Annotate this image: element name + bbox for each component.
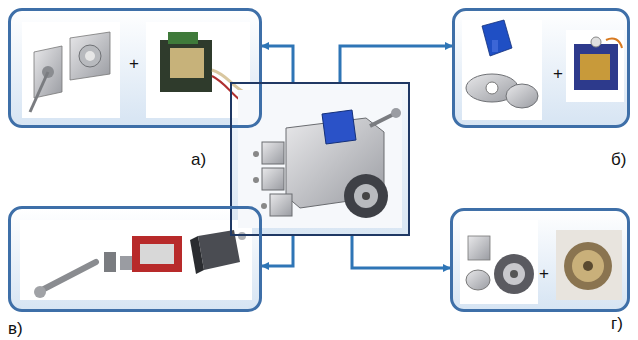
servo-bracket-parts (462, 20, 542, 120)
part-panel: +г) (450, 208, 630, 312)
arrow-connector (262, 46, 293, 82)
stepper-motor-photo (146, 22, 250, 118)
panel-fill (9, 209, 261, 311)
panel-fill (453, 9, 629, 127)
arrow-connector (340, 46, 452, 82)
panel-fill (9, 9, 261, 127)
part-panel: в) (8, 206, 262, 312)
panel-letter: а) (191, 151, 206, 170)
servo-photo (566, 30, 624, 102)
part-panel: +б) (452, 8, 630, 128)
panel-fill (451, 209, 629, 311)
plus-sign: + (553, 65, 563, 84)
panel-letter: в) (8, 320, 23, 339)
motor-mount-parts (22, 22, 120, 118)
panel-letter: г) (611, 315, 623, 334)
part-panel: +а) (8, 8, 262, 128)
plus-sign: + (129, 55, 139, 74)
panel-letter: б) (611, 151, 626, 170)
wheel-parts (460, 220, 538, 304)
arrow-connector (262, 236, 293, 266)
arrow-connector (352, 236, 450, 268)
panel-fill (231, 83, 409, 235)
joint-parts (20, 220, 252, 300)
assembly-frame (230, 82, 410, 236)
plus-sign: + (539, 265, 549, 284)
motor-photo (556, 230, 622, 300)
robot-assembly (238, 90, 402, 228)
